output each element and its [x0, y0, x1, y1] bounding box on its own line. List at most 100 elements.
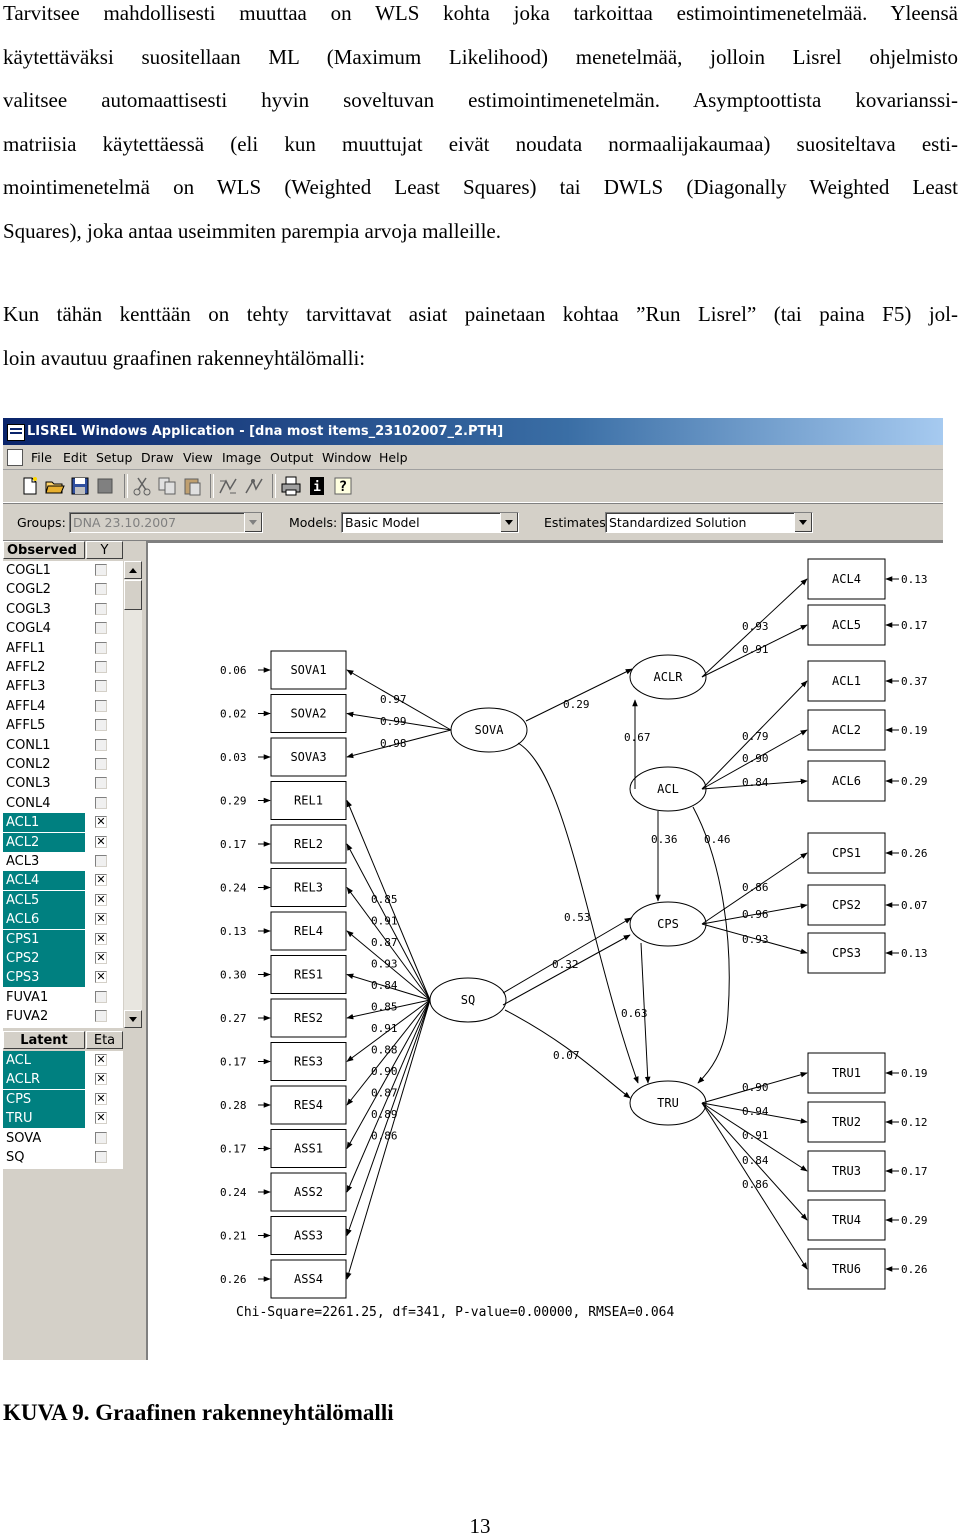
observed-variable-name[interactable]: ACL1 — [3, 813, 85, 833]
print-icon[interactable] — [280, 475, 302, 497]
build-model-icon[interactable] — [243, 475, 265, 497]
observed-variable-checkbox[interactable] — [95, 758, 107, 770]
menu-help[interactable]: Help — [379, 450, 408, 465]
latent-variable-row[interactable]: TRU ✕ — [3, 1109, 123, 1129]
observed-variable-row[interactable]: CONL3 — [3, 774, 123, 794]
observed-variable-checkbox[interactable] — [95, 719, 107, 732]
latent-variable-row[interactable]: CPS ✕ — [3, 1089, 123, 1109]
estimates-select[interactable]: Standardized Solution — [605, 512, 813, 533]
observed-variable-name[interactable]: FUVA2 — [3, 1007, 85, 1027]
observed-variable-checkbox[interactable] — [95, 777, 107, 790]
latent-variable-name[interactable]: ACL — [3, 1051, 85, 1070]
latent-variable-row[interactable]: SOVA — [3, 1128, 123, 1148]
paste-icon[interactable] — [181, 475, 203, 497]
groups-select[interactable]: DNA 23.10.2007 — [69, 512, 263, 533]
observed-variable-row[interactable]: ACL3 — [3, 852, 123, 871]
observed-variable-row[interactable]: CPS2 ✕ — [3, 949, 123, 968]
observed-variable-name[interactable]: CONL3 — [3, 774, 85, 794]
observed-variable-checkbox[interactable] — [95, 622, 107, 635]
models-select[interactable]: Basic Model — [341, 512, 519, 533]
observed-variable-row[interactable]: FUVA1 — [3, 987, 123, 1007]
observed-variable-row[interactable]: AFFL1 — [3, 638, 123, 658]
observed-variable-row[interactable]: FUVA2 — [3, 1007, 123, 1027]
latent-variable-checkbox[interactable]: ✕ — [95, 1053, 107, 1066]
observed-variable-checkbox[interactable]: ✕ — [95, 912, 107, 926]
observed-variable-row[interactable]: ACL6 ✕ — [3, 910, 123, 930]
observed-variable-row[interactable]: CONL4 — [3, 793, 123, 813]
observed-variable-row[interactable]: CONL1 — [3, 735, 123, 755]
observed-variable-name[interactable]: COGL3 — [3, 599, 85, 619]
observed-variable-checkbox[interactable]: ✕ — [95, 931, 107, 945]
latent-variable-name[interactable]: TRU — [3, 1109, 85, 1129]
observed-variable-name[interactable]: CPS3 — [3, 968, 85, 988]
observed-variable-checkbox[interactable] — [95, 1010, 107, 1023]
observed-variable-checkbox[interactable] — [95, 855, 107, 867]
observed-variable-name[interactable]: AFFL2 — [3, 658, 85, 677]
observed-variable-row[interactable]: ACL5✕ — [3, 890, 123, 910]
observed-variable-checkbox[interactable] — [95, 680, 107, 693]
observed-variable-name[interactable]: AFFL5 — [3, 716, 85, 736]
scroll-up-button[interactable] — [124, 561, 142, 579]
observed-scrollbar[interactable] — [124, 561, 142, 1028]
observed-variable-checkbox[interactable]: ✕ — [95, 951, 107, 964]
observed-variable-row[interactable]: ACL2 ✕ — [3, 832, 123, 852]
latent-variable-row[interactable]: SQ — [3, 1148, 123, 1167]
observed-variable-name[interactable]: CPS2 — [3, 949, 85, 968]
latent-variable-checkbox[interactable] — [95, 1151, 107, 1163]
latent-variable-row[interactable]: ACL ✕ — [3, 1051, 123, 1070]
observed-variable-row[interactable]: COGL1 — [3, 561, 123, 580]
document-icon[interactable] — [7, 449, 23, 466]
observed-variable-row[interactable]: AFFL2 — [3, 658, 123, 677]
observed-variable-checkbox[interactable] — [95, 641, 107, 654]
path-diagram-icon[interactable] — [217, 475, 239, 497]
observed-variable-name[interactable]: ACL3 — [3, 852, 85, 871]
observed-variable-name[interactable]: FUVA1 — [3, 987, 85, 1007]
observed-variable-name[interactable]: AFFL1 — [3, 638, 85, 658]
latent-variable-name[interactable]: ACLR — [3, 1070, 85, 1090]
observed-variable-row[interactable]: COGL4 — [3, 619, 123, 639]
observed-variable-name[interactable]: CONL2 — [3, 755, 85, 774]
menu-view[interactable]: View — [183, 450, 213, 465]
observed-variable-checkbox[interactable] — [95, 699, 107, 712]
observed-variable-row[interactable]: ACL4✕ — [3, 871, 123, 891]
observed-variable-name[interactable]: ACL6 — [3, 910, 85, 930]
latent-variable-row[interactable]: ACLR ✕ — [3, 1070, 123, 1090]
menu-image[interactable]: Image — [222, 450, 262, 465]
help-question-icon[interactable]: ? — [332, 475, 354, 497]
observed-variable-checkbox[interactable]: ✕ — [95, 834, 107, 848]
latent-variable-checkbox[interactable]: ✕ — [95, 1091, 107, 1105]
observed-variable-name[interactable]: AFFL4 — [3, 696, 85, 716]
observed-variable-name[interactable]: CONL4 — [3, 793, 85, 813]
menu-edit[interactable]: Edit — [63, 450, 88, 465]
copy-icon[interactable] — [156, 475, 178, 497]
new-file-icon[interactable] — [19, 475, 41, 497]
observed-variable-checkbox[interactable] — [95, 602, 107, 615]
latent-variable-name[interactable]: SQ — [3, 1148, 85, 1167]
open-folder-icon[interactable] — [44, 475, 66, 497]
observed-variable-name[interactable]: COGL4 — [3, 619, 85, 639]
observed-variable-name[interactable]: ACL2 — [3, 832, 85, 852]
observed-variable-name[interactable]: COGL2 — [3, 580, 85, 600]
stop-icon[interactable] — [94, 475, 116, 497]
observed-variable-name[interactable]: AFFL3 — [3, 677, 85, 697]
observed-variable-name[interactable]: ACL5 — [3, 890, 85, 910]
observed-variable-checkbox[interactable] — [95, 990, 107, 1003]
menu-draw[interactable]: Draw — [141, 450, 174, 465]
observed-variable-row[interactable]: CPS3✕ — [3, 968, 123, 988]
latent-variable-name[interactable]: SOVA — [3, 1128, 85, 1148]
info-icon[interactable]: i — [306, 475, 328, 497]
observed-variable-row[interactable]: COGL3 — [3, 599, 123, 619]
latent-variable-name[interactable]: CPS — [3, 1089, 85, 1109]
observed-variable-checkbox[interactable] — [95, 564, 107, 576]
menu-file[interactable]: File — [31, 450, 52, 465]
latent-variable-checkbox[interactable]: ✕ — [95, 1072, 107, 1086]
observed-variable-checkbox[interactable] — [95, 661, 107, 673]
menu-window[interactable]: Window — [322, 450, 372, 465]
observed-variable-checkbox[interactable] — [95, 738, 107, 751]
save-disk-icon[interactable] — [69, 475, 91, 497]
menu-output[interactable]: Output — [270, 450, 314, 465]
observed-variable-checkbox[interactable] — [95, 796, 107, 809]
latent-variable-checkbox[interactable]: ✕ — [95, 1111, 107, 1125]
observed-variable-checkbox[interactable]: ✕ — [95, 873, 107, 887]
